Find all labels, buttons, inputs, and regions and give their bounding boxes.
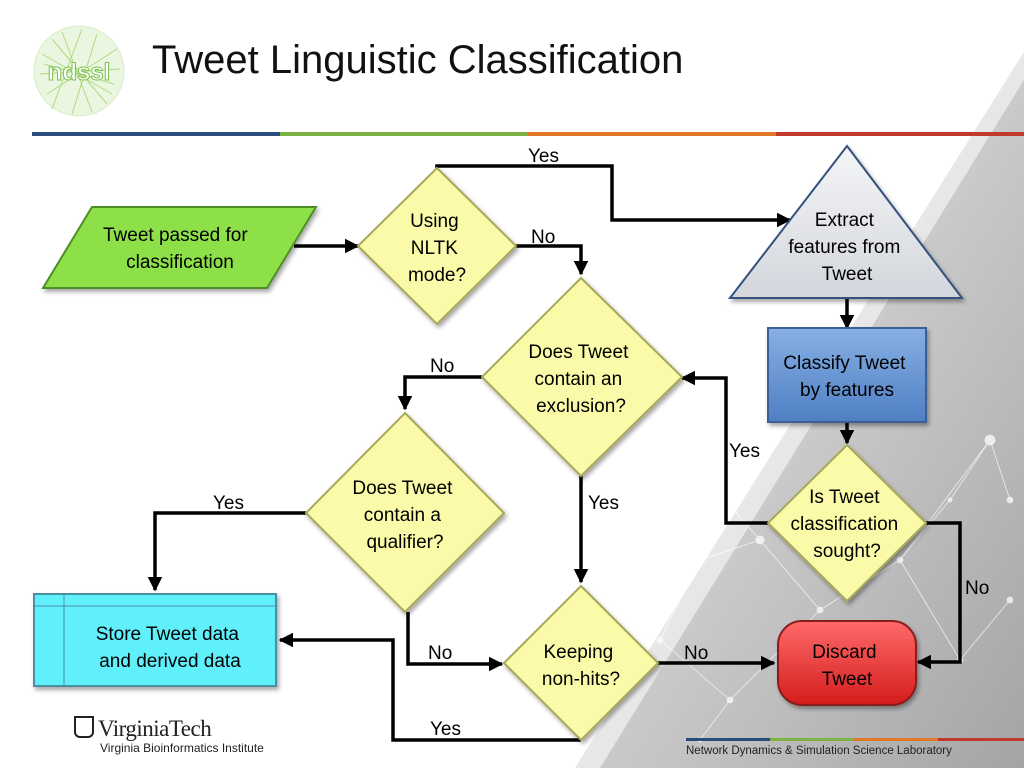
exclusion-label: Does Tweet contain an exclusion? — [528, 342, 633, 417]
edge-keeping-yes — [278, 632, 581, 742]
discard-label: Discard Tweet — [812, 642, 882, 690]
exclusion-decision — [480, 276, 684, 478]
store-label: Store Tweet data and derived data — [96, 624, 245, 672]
edge-label-nltk-yes: Yes — [528, 146, 559, 167]
classify-label: Classify Tweet by features — [783, 353, 910, 401]
svg-text:ndssl: ndssl — [48, 59, 111, 86]
vt-shield-icon — [74, 716, 94, 738]
input-label: Tweet passed for classification — [103, 225, 253, 273]
edge-qualifier-no — [406, 612, 504, 672]
edge-label-exclusion-yes: Yes — [588, 493, 619, 514]
extract-label: Extract features from Tweet — [788, 210, 905, 285]
discard-terminator — [777, 620, 917, 706]
input-parallelogram — [41, 206, 318, 289]
header-rule — [32, 132, 1024, 136]
edge-label-qualifier-no: No — [428, 643, 452, 664]
edge-label-qualifier-yes: Yes — [213, 493, 244, 514]
ndssl-logo: ndssl — [32, 24, 126, 118]
sought-decision — [766, 443, 928, 603]
slide-title: Tweet Linguistic Classification — [152, 38, 684, 82]
footer-rule — [686, 738, 1024, 741]
edge-label-keeping-yes: Yes — [430, 719, 461, 740]
edge-label-keeping-no: No — [684, 643, 708, 664]
extract-triangle — [727, 144, 965, 299]
vt-name: VirginiaTech — [98, 716, 212, 741]
edge-label-exclusion-no: No — [430, 356, 454, 377]
nltk-label: Using NLTK mode? — [408, 211, 466, 286]
classify-box — [767, 327, 927, 423]
qualifier-decision — [304, 411, 506, 614]
nltk-decision — [356, 166, 518, 326]
keeping-label: Keeping non-hits? — [542, 642, 620, 690]
edge-label-sought-no: No — [965, 578, 989, 599]
lab-name: Network Dynamics & Simulation Science La… — [686, 745, 952, 757]
vt-subtitle: Virginia Bioinformatics Institute — [100, 741, 264, 755]
edge-label-nltk-no: No — [531, 227, 555, 248]
edge-sought-yes — [680, 370, 768, 525]
edge-qualifier-yes — [147, 511, 306, 592]
edge-nltk-no — [516, 244, 589, 276]
edge-nltk-yes — [435, 164, 792, 228]
keeping-decision — [502, 584, 660, 742]
edge-sought-no — [916, 521, 962, 670]
qualifier-label: Does Tweet contain a qualifier? — [352, 478, 457, 553]
edge-label-sought-yes: Yes — [729, 441, 760, 462]
virginia-tech-logo: VirginiaTech Virginia Bioinformatics Ins… — [74, 716, 264, 755]
store-box — [33, 593, 277, 687]
sought-label: Is Tweet classification sought? — [791, 487, 904, 562]
edge-exclusion-no — [397, 375, 482, 411]
